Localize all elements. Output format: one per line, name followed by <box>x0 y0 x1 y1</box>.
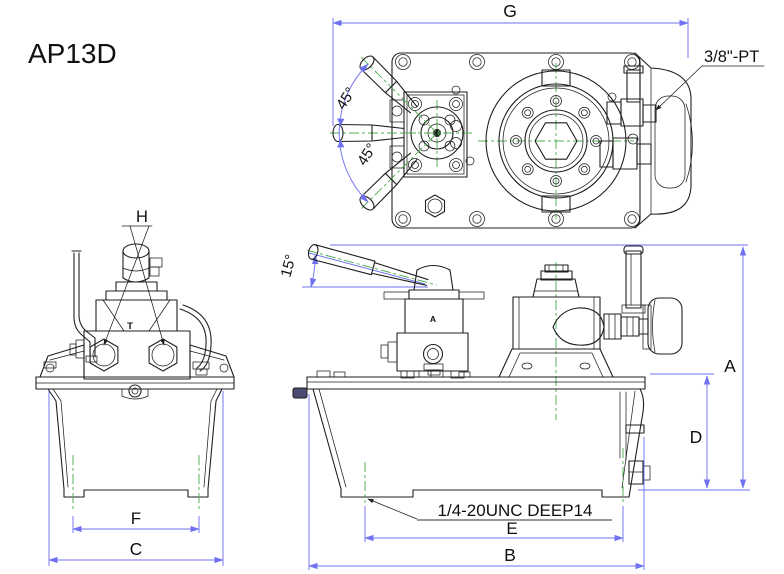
valve-body-side: A <box>380 298 469 379</box>
dim-label-g: G <box>503 1 517 21</box>
lever-horizontal <box>329 123 443 143</box>
breather-plug <box>292 387 308 399</box>
drain-plug <box>628 460 651 485</box>
dim-A: A <box>330 244 750 491</box>
angle-label-45-lower: 45° <box>354 140 381 168</box>
dim-F: F <box>72 455 200 533</box>
dim-15-angle: 15° <box>278 252 428 288</box>
a-port-mark: A <box>430 314 436 324</box>
dim-C: C <box>48 391 224 566</box>
valve-block-top <box>389 91 468 178</box>
dim-label-c: C <box>130 539 143 559</box>
h-label: H <box>136 208 148 226</box>
mounting-wings <box>39 344 235 378</box>
dim-B: B <box>308 394 645 570</box>
front-view: H T <box>35 208 235 566</box>
pump-body-front: T <box>95 299 178 332</box>
hose-front <box>43 304 212 376</box>
port-size-callout: 3/8"-PT <box>655 48 765 111</box>
pressure-knob <box>647 297 683 355</box>
mounting-tab <box>625 424 645 434</box>
hex-nut <box>424 194 446 218</box>
outlet-fittings <box>599 65 657 170</box>
angle-label-15: 15° <box>278 253 300 279</box>
thread-note-callout: 1/4-20UNC DEEP14 <box>367 498 612 521</box>
lever-45-down <box>354 122 448 216</box>
dim-label-f: F <box>131 509 141 528</box>
outlet-assembly-side <box>552 245 683 355</box>
tank-plate-front <box>35 376 235 390</box>
lever-45-up <box>354 50 448 144</box>
hand-lever-positions <box>329 50 448 216</box>
tank-plate-side <box>292 370 646 399</box>
reservoir-side <box>312 388 651 503</box>
dim-label-a: A <box>724 356 736 376</box>
pivot-cylinder-front <box>105 243 168 301</box>
hand-lever-side <box>307 244 485 300</box>
reservoir-front <box>47 384 223 498</box>
t-port-mark: T <box>127 321 133 332</box>
page-title: AP13D <box>28 38 117 69</box>
thread-note-label: 1/4-20UNC DEEP14 <box>438 501 593 520</box>
top-view: 45° 45° <box>329 1 765 229</box>
base-plate <box>391 52 693 229</box>
dim-label-d: D <box>690 427 703 447</box>
angle-label-45-upper: 45° <box>333 84 360 112</box>
side-view: 15° A <box>278 244 750 570</box>
dim-label-e: E <box>506 519 517 538</box>
dim-E: E <box>364 506 624 542</box>
port-size-label: 3/8"-PT <box>704 48 759 66</box>
gauge-tube <box>625 250 642 309</box>
h-callout: H <box>103 208 165 346</box>
dim-D: D <box>650 373 714 489</box>
dim-G: G <box>332 1 689 126</box>
valve-block-front <box>69 330 191 380</box>
dim-label-b: B <box>504 545 516 565</box>
